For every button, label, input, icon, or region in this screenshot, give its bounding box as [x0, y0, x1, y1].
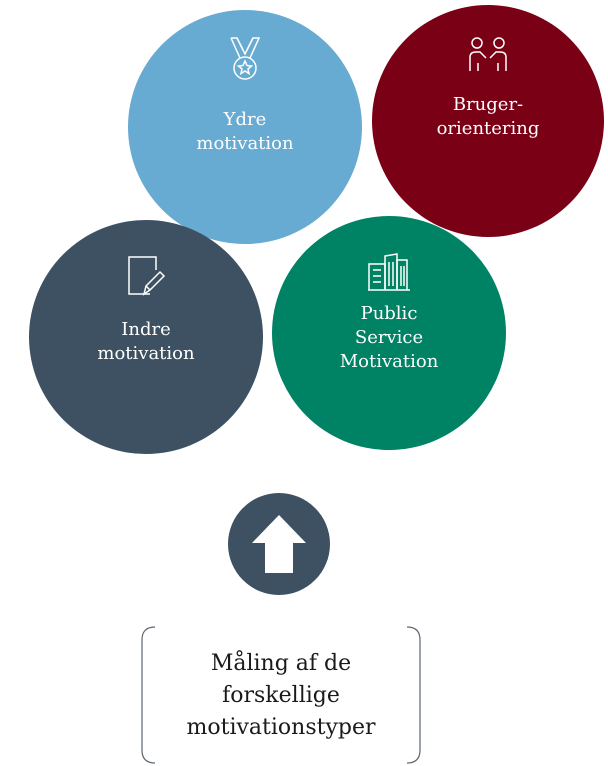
circle-label: Bruger- orientering [436, 94, 540, 139]
arrow-up-icon [252, 515, 306, 573]
circle-label: Ydre motivation [196, 109, 294, 154]
circle-ydre-motivation: Ydre motivation [128, 10, 362, 244]
measurement-text: Måling af de forskellige motivationstype… [186, 651, 376, 740]
bracket-frame [141, 626, 421, 764]
measurement-box: Måling af de forskellige motivationstype… [141, 626, 421, 764]
medal-icon [226, 36, 264, 86]
circle-brugerorientering: Bruger- orientering [372, 5, 604, 237]
circle-public-service-motivation: Public Service Motivation [272, 216, 506, 450]
people-icon [466, 37, 510, 77]
arrow-up-circle [228, 493, 330, 595]
buildings-icon [367, 252, 411, 296]
circle-label: Public Service Motivation [339, 303, 439, 372]
note-pencil-icon [126, 254, 166, 302]
circle-label: Indre motivation [97, 319, 195, 364]
circle-indre-motivation: Indre motivation [29, 220, 263, 454]
